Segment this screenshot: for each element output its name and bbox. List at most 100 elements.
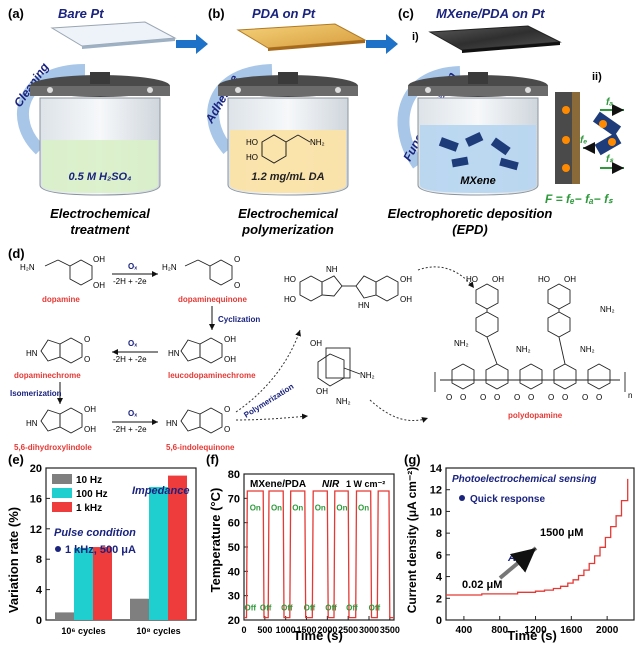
g-ytick-label: 8 <box>436 528 442 540</box>
chrome-o-1: O <box>84 335 90 344</box>
legend-label: 100 Hz <box>76 489 108 500</box>
dopamine-structure-b <box>261 134 311 164</box>
quinone-h2n: H₂N <box>162 263 177 272</box>
pulse-bullet-icon <box>55 546 61 552</box>
panel-a: (a) Bare Pt Cleaning 0.5 M H₂SO₄ Electro… <box>8 6 177 237</box>
f-ytick-label: 70 <box>228 493 240 505</box>
ox-label-3: Oₓ <box>128 409 137 418</box>
arrow-b-to-c-icon <box>366 34 398 54</box>
pda-nh2-3: NH₂ <box>516 345 531 354</box>
g-xtick-label: 1200 <box>524 625 547 636</box>
dimer-nh-label: NH <box>326 265 338 274</box>
pda-nh2-4: NH₂ <box>580 345 595 354</box>
pda-o-5: O <box>514 393 520 402</box>
cleaning-arrow-icon <box>17 64 86 155</box>
trimer-nh2-1: NH₂ <box>360 371 375 380</box>
pda-nh2-2: NH₂ <box>454 339 469 348</box>
dopamine-h2n: H₂N <box>20 263 35 272</box>
mxene-pda-plate-edge <box>462 42 560 53</box>
beaker-a: 0.5 M H₂SO₄ <box>30 72 170 196</box>
e-ytick-label: 0 <box>36 615 42 627</box>
panel-e-bars <box>55 475 187 620</box>
dopamine-ho-label-1: HO <box>246 138 258 147</box>
dhi-oh-2: OH <box>84 425 96 434</box>
step-label-2: -2H + -2e <box>113 355 147 364</box>
f-xtick-label: 0 <box>241 625 246 635</box>
g-ytick-label: 4 <box>436 572 443 584</box>
f-ytick-label: 80 <box>228 469 240 481</box>
pda-o-3: O <box>480 393 486 402</box>
e-ytick-label: 4 <box>36 585 43 597</box>
arrow-dimer-to-pda <box>417 266 475 289</box>
sub-ii-label: ii) <box>592 71 602 83</box>
bare-pt-plate-edge <box>82 38 175 49</box>
arrow-a-to-b-icon <box>176 34 208 54</box>
f-xtick-label: 1000 <box>276 625 296 635</box>
chrome-o-2: O <box>84 355 90 364</box>
mxene-flakes-icon <box>438 131 519 171</box>
off-label: Off <box>369 603 381 612</box>
f-ytick-label: 60 <box>228 518 240 530</box>
off-label: Off <box>325 603 337 612</box>
name-dopamine: dopamine <box>42 295 80 304</box>
panel-f: (f) Temperature (°C) Time (s) 2030405060… <box>206 452 400 643</box>
pda-ho-1: HO <box>466 275 478 284</box>
sample-label: MXene/PDA <box>250 479 306 490</box>
ox-label-2: Oₓ <box>128 339 137 348</box>
pda-o-7: O <box>548 393 554 402</box>
f-ytick-label: 40 <box>228 566 240 578</box>
f-xtick-label: 2000 <box>317 625 337 635</box>
off-label: Off <box>281 603 293 612</box>
on-label: On <box>292 504 303 513</box>
polydopamine-structure <box>434 283 626 392</box>
step-label-3: -2H + -2e <box>113 425 147 434</box>
pda-oh-2: OH <box>564 275 576 284</box>
dopamine-ring <box>44 259 93 286</box>
legend-swatch <box>52 502 72 512</box>
caption-b-line1: Electrochemical <box>238 206 338 221</box>
pda-pt-plate-edge <box>268 40 365 51</box>
beaker-b-solution: 1.2 mg/mL DA <box>251 171 324 183</box>
pda-o-8: O <box>562 393 568 402</box>
panel-g-ylabel: Current density (μA cm⁻²) <box>405 467 419 614</box>
f-ytick-label: 50 <box>228 542 240 554</box>
leuco-hn: HN <box>168 349 180 358</box>
leuco-ring <box>180 337 223 364</box>
bar-10-hz <box>55 612 74 620</box>
force-s-label: fₛ <box>606 154 614 165</box>
pda-o-9: O <box>582 393 588 402</box>
quinone-o-1: O <box>234 255 240 264</box>
pulse-condition-label: Pulse condition <box>54 527 136 539</box>
pulse-condition-value: 1 kHz, 500 μA <box>65 544 136 556</box>
caption-a-line1: Electrochemical <box>50 206 150 221</box>
power-label: 1 W cm⁻² <box>346 479 385 489</box>
impedance-title: Impedance <box>132 485 189 497</box>
panel-c-letter: (c) <box>398 6 414 21</box>
pda-o-4: O <box>494 393 500 402</box>
f-ytick-label: 30 <box>228 591 240 603</box>
g-xtick-label: 1600 <box>560 625 583 636</box>
dopamine-oh-1: OH <box>93 255 105 264</box>
f-xtick-label: 2500 <box>338 625 358 635</box>
f-xtick-label: 1500 <box>296 625 316 635</box>
name-dhi: 5,6-dihydroxylindole <box>14 443 92 452</box>
dimer-ho-2: HO <box>284 295 296 304</box>
name-dopaminequinone: dopaminequinone <box>178 295 247 304</box>
f-xtick-label: 500 <box>257 625 272 635</box>
dimer-oh-1: OH <box>400 275 412 284</box>
panel-g-frame <box>445 467 635 621</box>
arrow-polymerization-down <box>235 413 309 421</box>
cyclization-label: Cyclization <box>218 315 260 324</box>
legend-swatch <box>52 474 72 484</box>
f-xtick-label: 3500 <box>380 625 400 635</box>
g-ytick-label: 14 <box>430 463 443 475</box>
dimer-structure <box>299 275 399 302</box>
pda-o-1: O <box>446 393 452 402</box>
nir-label: NIR <box>322 479 340 490</box>
start-concentration: 0.02 μM <box>462 579 502 591</box>
iq-o-1: O <box>224 405 230 414</box>
